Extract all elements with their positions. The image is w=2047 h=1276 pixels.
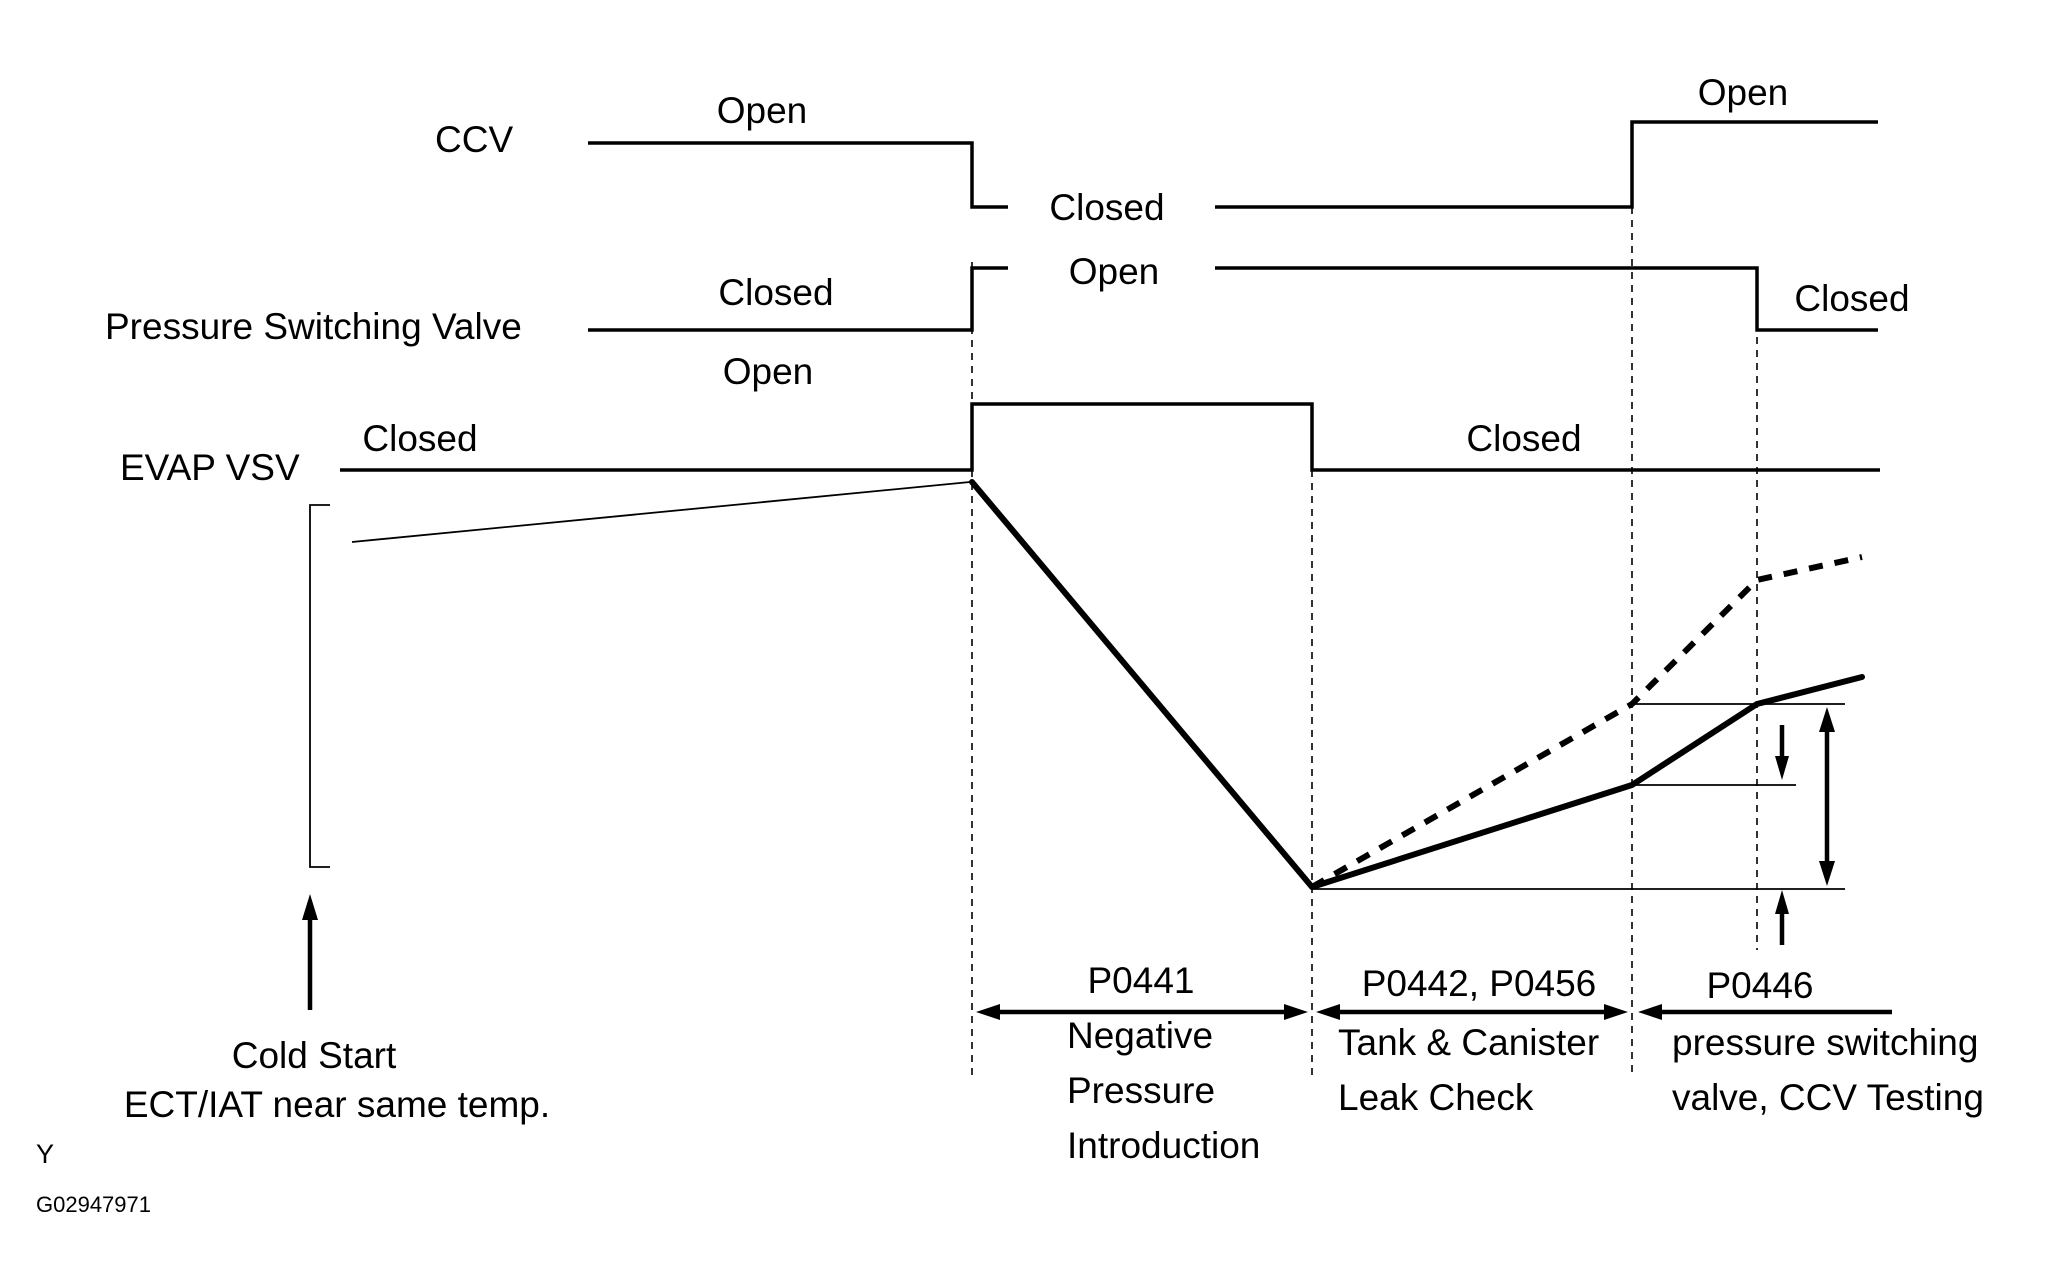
cold-start-arrow-head bbox=[302, 894, 318, 920]
phase-1-desc-line1: Negative bbox=[1067, 1015, 1213, 1056]
psv-open-label: Open bbox=[1069, 251, 1160, 292]
evap-vsv-name-label: EVAP VSV bbox=[120, 447, 300, 488]
ccv-name-label: CCV bbox=[435, 119, 513, 160]
psv-name-label: Pressure Switching Valve bbox=[105, 306, 522, 347]
phase-3-code: P0446 bbox=[1707, 965, 1814, 1006]
phase-3-arrow-head-left bbox=[1638, 1004, 1662, 1020]
phase-2-arrow-head-left bbox=[1316, 1004, 1340, 1020]
psv-waveform-left bbox=[588, 266, 1008, 332]
ccv-waveform-left bbox=[588, 141, 1008, 209]
figure-id: G02947971 bbox=[36, 1192, 151, 1217]
phase-2-arrow-head-right bbox=[1604, 1004, 1628, 1020]
pressure-switching-valve-signal: Pressure Switching Valve Closed Open Clo… bbox=[105, 251, 1910, 347]
phase-guides bbox=[971, 207, 1758, 1075]
psv-closed-label: Closed bbox=[718, 272, 833, 313]
phase-2-p0442-p0456: P0442, P0456 Tank & Canister Leak Check bbox=[1316, 963, 1628, 1118]
up-arrow-head bbox=[1775, 890, 1789, 914]
phase-1-desc-line3: Introduction bbox=[1067, 1125, 1260, 1166]
evap-vsv-open-label: Open bbox=[723, 351, 814, 392]
pressure-curve-dashed bbox=[1310, 554, 1863, 890]
cold-start-marker: Cold Start ECT/IAT near same temp. bbox=[124, 894, 550, 1125]
evap-vsv-closed-label-2: Closed bbox=[1466, 418, 1581, 459]
small-down-arrow-head bbox=[1775, 756, 1789, 780]
cold-start-label: Cold Start bbox=[232, 1035, 397, 1076]
figure-letter: Y bbox=[36, 1139, 54, 1169]
pressure-curve-solid bbox=[969, 479, 1865, 890]
figure-footer: Y G02947971 bbox=[36, 1139, 151, 1217]
phase-1-desc-line2: Pressure bbox=[1067, 1070, 1215, 1111]
psv-waveform-right bbox=[1215, 266, 1878, 332]
phase-3-p0446: P0446 pressure switching valve, CCV Test… bbox=[1638, 965, 1984, 1118]
phase-3-desc-line1: pressure switching bbox=[1672, 1022, 1978, 1063]
ccv-waveform-right bbox=[1215, 120, 1878, 209]
double-arrow-head-top bbox=[1819, 707, 1835, 732]
ccv-signal: CCV Open Closed Open bbox=[435, 72, 1878, 228]
evap-vsv-closed-label: Closed bbox=[362, 418, 477, 459]
psv-closed-label-2: Closed bbox=[1794, 278, 1909, 319]
phase-1-p0441: P0441 Negative Pressure Introduction bbox=[976, 960, 1308, 1166]
phase-3-desc-line2: valve, CCV Testing bbox=[1672, 1077, 1984, 1118]
ccv-open-label: Open bbox=[717, 90, 808, 131]
phase-1-code: P0441 bbox=[1088, 960, 1195, 1001]
evap-vsv-signal: EVAP VSV Closed Open Closed bbox=[120, 351, 1880, 488]
cold-start-condition-label: ECT/IAT near same temp. bbox=[124, 1084, 550, 1125]
phase-2-desc-line2: Leak Check bbox=[1338, 1077, 1534, 1118]
double-arrow-head-bottom bbox=[1819, 861, 1835, 886]
pressure-graph bbox=[309, 479, 1865, 945]
ccv-open-label-2: Open bbox=[1698, 72, 1789, 113]
ccv-closed-label: Closed bbox=[1049, 187, 1164, 228]
pressure-initial-line bbox=[351, 481, 971, 543]
phase-1-arrow-head-left bbox=[976, 1004, 1000, 1020]
pressure-range-bracket bbox=[309, 504, 330, 868]
phase-2-code: P0442, P0456 bbox=[1362, 963, 1597, 1004]
evap-vsv-waveform bbox=[340, 402, 1880, 472]
phase-1-arrow-head-right bbox=[1284, 1004, 1308, 1020]
phase-2-desc-line1: Tank & Canister bbox=[1338, 1022, 1599, 1063]
